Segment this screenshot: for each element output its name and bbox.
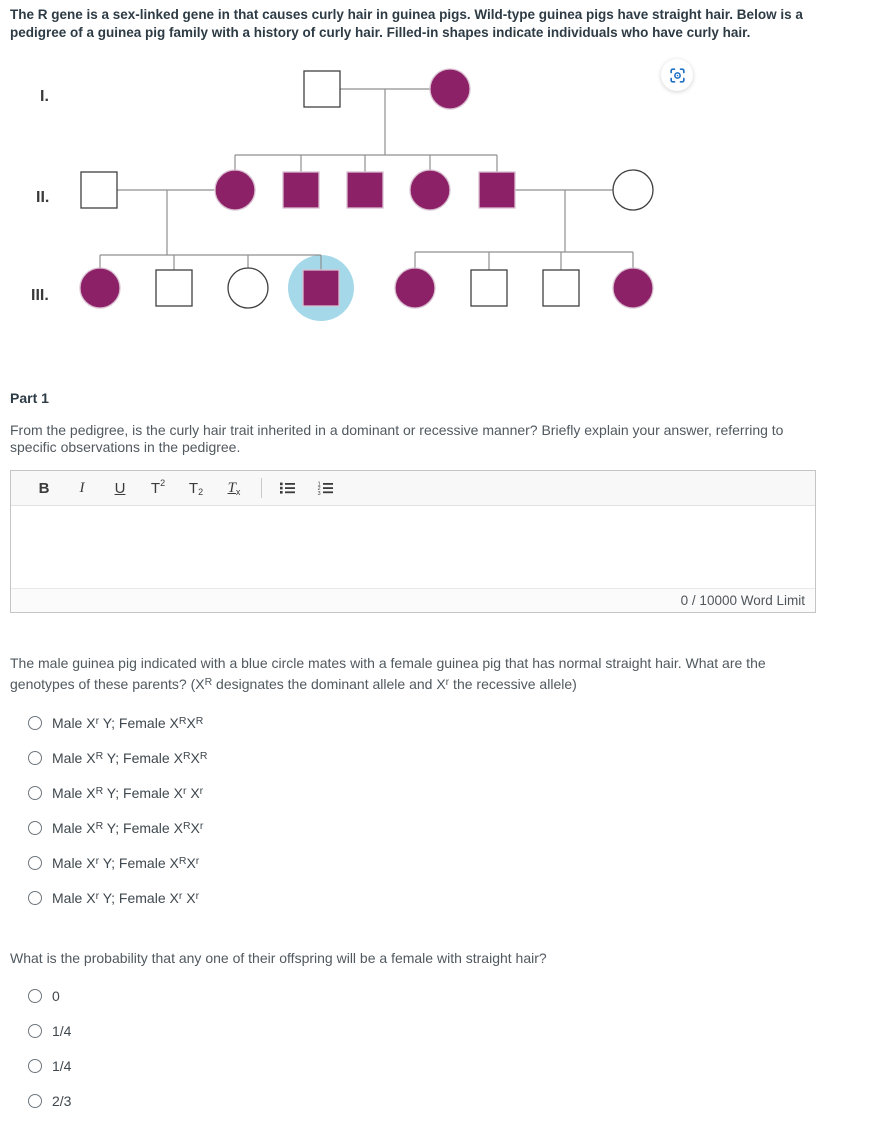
radio-option[interactable]: Male XR Y; Female Xr Xr — [28, 775, 207, 810]
pedigree-individual-ii-5 — [409, 169, 451, 211]
question3-options: 0 1/4 1/4 2/3 — [28, 978, 71, 1118]
radio-button[interactable] — [28, 715, 42, 730]
radio-button[interactable] — [28, 890, 42, 905]
underline-glyph: U — [114, 479, 126, 497]
bold-glyph: B — [38, 479, 50, 497]
radio-button[interactable] — [28, 988, 42, 1003]
superscript-glyph: T — [150, 479, 161, 497]
pedigree-individual-iii-1 — [79, 267, 121, 309]
numbered-list-icon: 123 — [317, 481, 333, 496]
question2-text: The male guinea pig indicated with a blu… — [10, 655, 766, 692]
bold-button[interactable]: B — [31, 475, 57, 501]
pedigree-individual-i-1 — [303, 70, 341, 108]
radio-option[interactable]: Male XR Y; Female XRXR — [28, 740, 207, 775]
svg-text:3: 3 — [317, 491, 320, 496]
question3-text: What is the probability that any one of … — [10, 950, 547, 966]
option-label: 0 — [52, 987, 60, 1004]
pedigree-diagram: I. II. III. — [0, 55, 700, 340]
pedigree-individual-iii-4 — [302, 269, 340, 307]
option-label: Male Xr Y; Female XRXR — [52, 714, 204, 731]
part1-question: From the pedigree, is the curly hair tra… — [10, 422, 784, 455]
subscript-glyph: T — [188, 479, 199, 497]
pedigree-individual-ii-3 — [282, 171, 320, 209]
radio-option[interactable]: 1/4 — [28, 1013, 71, 1048]
generation-label: III. — [31, 287, 49, 304]
italic-glyph: I — [79, 479, 85, 496]
radio-option[interactable]: Male Xr Y; Female XRXr — [28, 845, 207, 880]
pedigree-individual-ii-6 — [478, 171, 516, 209]
radio-option[interactable]: Male XR Y; Female XRXr — [28, 810, 207, 845]
pedigree-individual-iii-7 — [542, 269, 580, 307]
pedigree-individual-iii-2 — [155, 269, 193, 307]
option-label: Male XR Y; Female XRXR — [52, 749, 208, 766]
pedigree-individual-ii-1 — [80, 171, 118, 209]
screen-capture-button[interactable] — [661, 59, 693, 91]
radio-option[interactable]: Male Xr Y; Female Xr Xr — [28, 880, 207, 915]
svg-text:2: 2 — [317, 486, 320, 492]
option-label: 1/4 — [52, 1057, 72, 1074]
radio-button[interactable] — [28, 855, 42, 870]
question2-options: Male Xr Y; Female XRXR Male XR Y; Female … — [28, 705, 207, 915]
bullet-list-icon — [279, 482, 295, 494]
radio-option[interactable]: 0 — [28, 978, 71, 1013]
pedigree-svg: I. II. III. — [31, 68, 654, 321]
radio-option[interactable]: Male Xr Y; Female XRXR — [28, 705, 207, 740]
radio-button[interactable] — [28, 820, 42, 835]
part1-title: Part 1 — [10, 390, 49, 406]
radio-button[interactable] — [28, 750, 42, 765]
pedigree-individual-iii-5 — [394, 267, 436, 309]
editor-text-area[interactable] — [11, 506, 815, 588]
option-label: 2/3 — [52, 1092, 72, 1109]
option-label: Male XR Y; Female Xr Xr — [52, 784, 204, 801]
option-label: 1/4 — [52, 1022, 72, 1039]
underline-button[interactable]: U — [107, 475, 133, 501]
radio-button[interactable] — [28, 1023, 42, 1038]
radio-button[interactable] — [28, 1093, 42, 1108]
italic-button[interactable]: I — [69, 475, 95, 501]
radio-button[interactable] — [28, 785, 42, 800]
radio-option[interactable]: 1/4 — [28, 1048, 71, 1083]
intro-text: The R gene is a sex-linked gene in that … — [10, 7, 803, 40]
pedigree-individual-ii-4 — [346, 171, 384, 209]
pedigree-individual-iii-3 — [227, 267, 269, 309]
word-limit-counter: 0 / 10000 Word Limit — [680, 593, 805, 608]
option-label: Male Xr Y; Female Xr Xr — [52, 889, 200, 906]
screen-capture-icon — [669, 67, 685, 83]
pedigree-individual-ii-7 — [612, 169, 654, 211]
toolbar-divider — [261, 478, 262, 498]
pedigree-individual-iii-8 — [612, 267, 654, 309]
bullet-list-button[interactable] — [274, 475, 300, 501]
svg-text:1: 1 — [317, 481, 320, 487]
radio-option[interactable]: 2/3 — [28, 1083, 71, 1118]
radio-button[interactable] — [28, 1058, 42, 1073]
editor-footer: 0 / 10000 Word Limit — [11, 588, 815, 612]
generation-label: I. — [40, 88, 49, 105]
clear-formatting-glyph: T — [227, 479, 236, 496]
generation-label: II. — [36, 189, 49, 206]
pedigree-individual-ii-2 — [214, 169, 256, 211]
pedigree-individual-i-2 — [429, 68, 471, 110]
option-label: Male Xr Y; Female XRXr — [52, 854, 200, 871]
pedigree-individual-iii-6 — [470, 269, 508, 307]
option-label: Male XR Y; Female XRXr — [52, 819, 204, 836]
